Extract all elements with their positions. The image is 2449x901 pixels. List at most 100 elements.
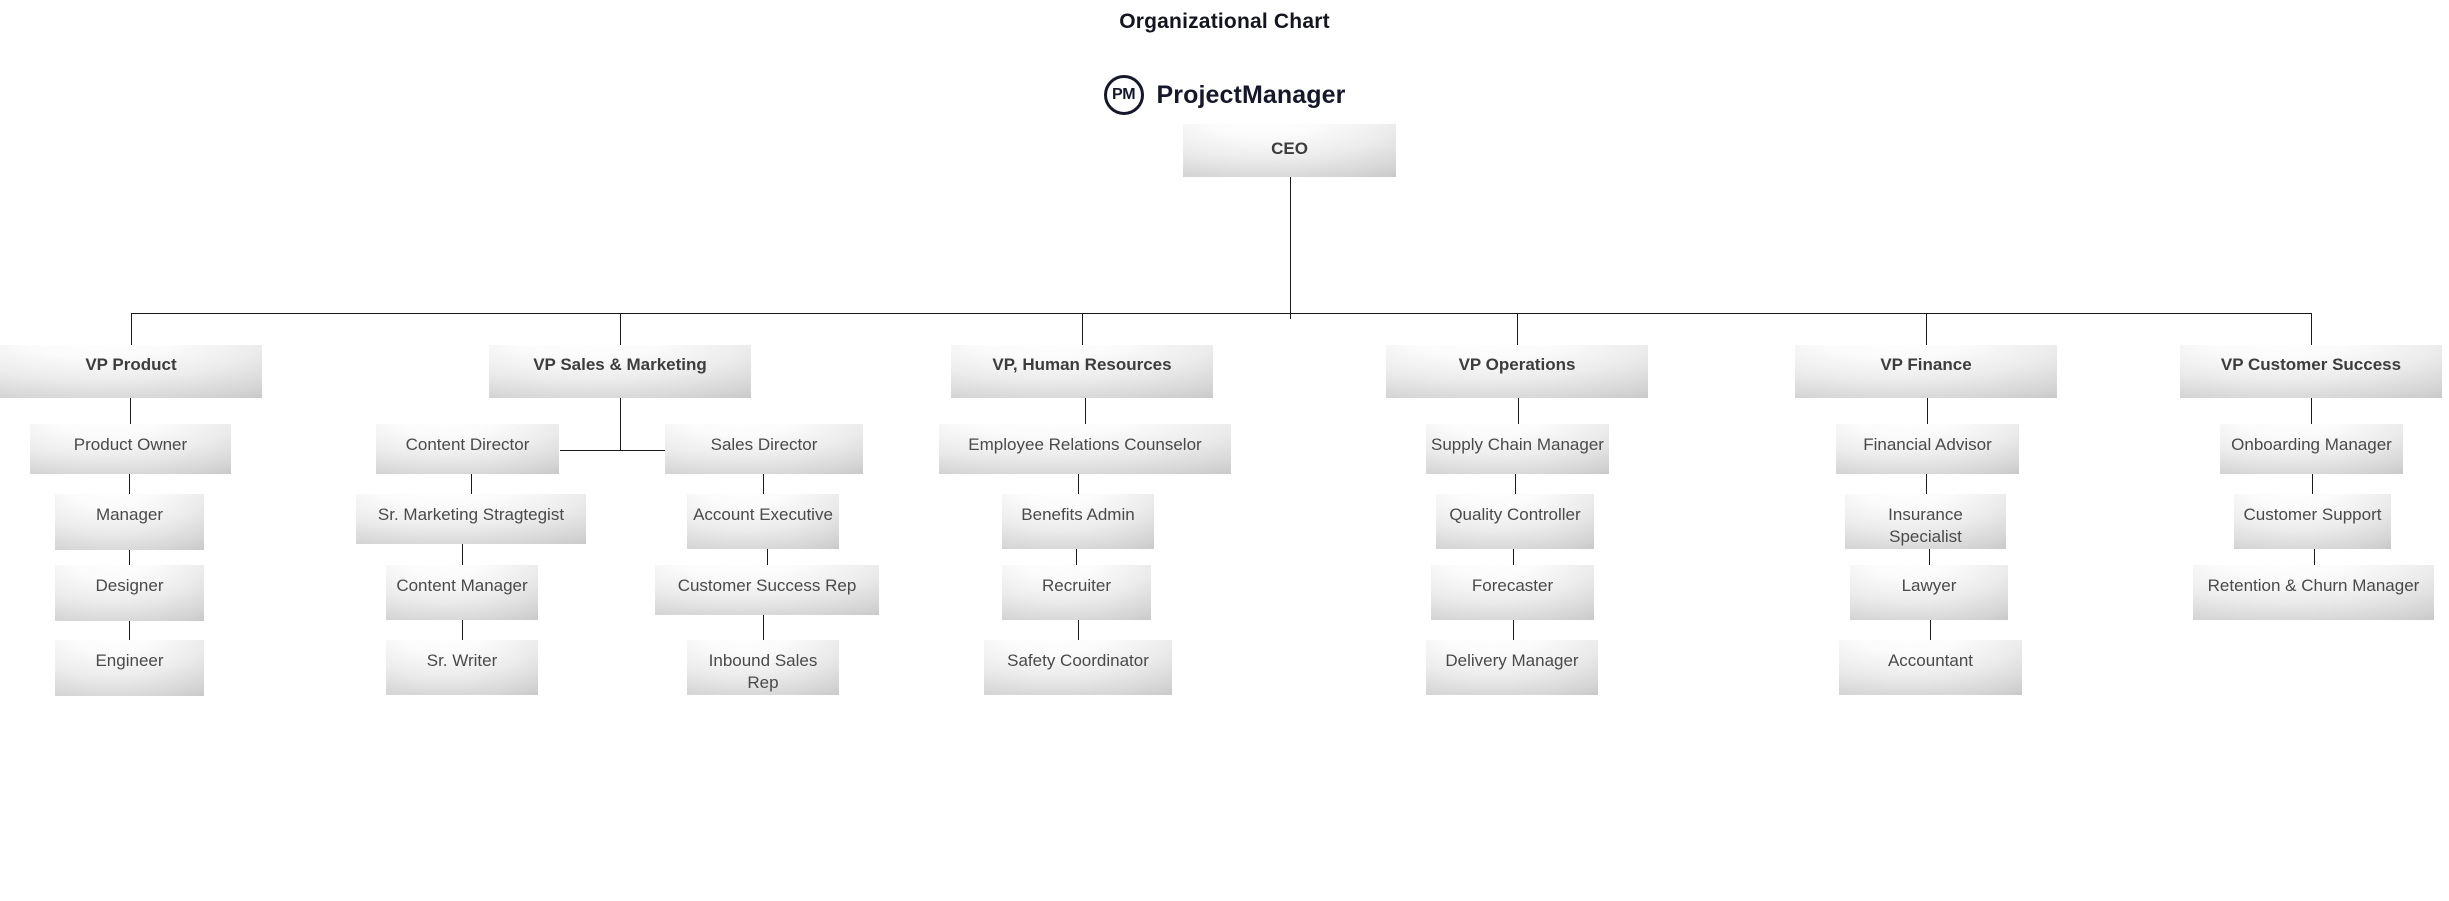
connector-c2b-c2c <box>462 544 463 565</box>
org-node-label: VP Product <box>85 355 177 374</box>
org-node-c1d[interactable]: Engineer <box>55 640 204 696</box>
org-node-vp2[interactable]: VP Sales & Marketing <box>489 345 751 398</box>
org-node-c7b[interactable]: Customer Support <box>2234 494 2391 549</box>
org-node-label: Sr. Writer <box>426 651 498 670</box>
connector-c7a-c7b <box>2312 474 2313 494</box>
org-node-label: Financial Advisor <box>1863 435 1992 454</box>
org-node-c3c[interactable]: Customer Success Rep <box>655 565 879 615</box>
org-node-label: Engineer <box>95 651 164 670</box>
org-node-label: Employee Relations Counselor <box>968 435 1202 454</box>
org-node-label: Manager <box>95 505 164 524</box>
org-node-label: Designer <box>95 576 164 595</box>
org-node-c6d[interactable]: Accountant <box>1839 640 2022 695</box>
brand-name: ProjectManager <box>1156 80 1346 109</box>
connector-vp6-c7a <box>2311 398 2312 424</box>
org-node-label: Lawyer <box>1901 576 1957 595</box>
org-node-c1a[interactable]: Product Owner <box>30 424 231 474</box>
org-node-label: CEO <box>1271 139 1308 158</box>
org-node-label: VP, Human Resources <box>992 355 1172 374</box>
connector-c3c-c3d <box>763 615 764 640</box>
connector-c3a-c3b <box>763 474 764 494</box>
org-node-c5b[interactable]: Quality Controller <box>1436 494 1594 549</box>
org-node-vp6[interactable]: VP Customer Success <box>2180 345 2442 398</box>
org-node-label: Customer Support <box>2243 505 2382 524</box>
connector-c1b-c1c <box>129 550 130 565</box>
org-node-c6b[interactable]: Insurance Specialist <box>1845 494 2006 549</box>
org-node-label: Customer Success Rep <box>677 576 857 595</box>
org-node-label: Delivery Manager <box>1445 651 1579 670</box>
connector-c5a-c5b <box>1515 474 1516 494</box>
page-title: Organizational Chart <box>1119 10 1330 33</box>
connector-c6a-c6b <box>1926 474 1927 494</box>
org-node-c2b[interactable]: Sr. Marketing Stragtegist <box>356 494 586 544</box>
org-node-c4c[interactable]: Recruiter <box>1002 565 1151 620</box>
org-node-c5d[interactable]: Delivery Manager <box>1426 640 1598 695</box>
connector-c3b-c3c <box>767 549 768 565</box>
org-node-label: VP Finance <box>1880 355 1972 374</box>
connector-c1c-c1d <box>129 621 130 640</box>
org-node-label: Accountant <box>1887 651 1974 670</box>
connector-vp3-c4a <box>1085 398 1086 424</box>
connector-vp5-c6a <box>1927 398 1928 424</box>
org-node-vp1[interactable]: VP Product <box>0 345 262 398</box>
connector-sales-split <box>560 450 665 451</box>
org-node-c6a[interactable]: Financial Advisor <box>1836 424 2019 474</box>
org-node-label: Inbound Sales Rep <box>708 651 818 692</box>
org-node-c2c[interactable]: Content Manager <box>386 565 538 620</box>
org-node-label: Sr. Marketing Stragtegist <box>377 505 565 524</box>
org-node-c4a[interactable]: Employee Relations Counselor <box>939 424 1231 474</box>
org-node-c2d[interactable]: Sr. Writer <box>386 640 538 695</box>
org-node-label: Onboarding Manager <box>2231 435 2392 454</box>
connector-c4c-c4d <box>1078 620 1079 640</box>
org-node-label: Product Owner <box>73 435 188 454</box>
org-node-c5c[interactable]: Forecaster <box>1431 565 1594 620</box>
org-node-vp5[interactable]: VP Finance <box>1795 345 2057 398</box>
org-node-c5a[interactable]: Supply Chain Manager <box>1426 424 1609 474</box>
org-node-label: Supply Chain Manager <box>1431 435 1604 454</box>
connector-vp-drop-5 <box>1926 313 1927 345</box>
org-node-c7c[interactable]: Retention & Churn Manager <box>2193 565 2434 620</box>
connector-c1a-c1b <box>129 474 130 494</box>
org-node-label: Insurance Specialist <box>1888 505 1963 546</box>
org-node-label: Safety Coordinator <box>1007 651 1149 670</box>
org-node-c4b[interactable]: Benefits Admin <box>1002 494 1154 549</box>
connector-c6c-c6d <box>1930 620 1931 640</box>
org-node-c6c[interactable]: Lawyer <box>1850 565 2008 620</box>
connector-c2c-c2d <box>462 620 463 640</box>
connector-c5b-c5c <box>1513 549 1514 565</box>
connector-c5c-c5d <box>1513 620 1514 640</box>
org-node-label: Benefits Admin <box>1021 505 1135 524</box>
org-node-c4d[interactable]: Safety Coordinator <box>984 640 1172 695</box>
org-node-c7a[interactable]: Onboarding Manager <box>2220 424 2403 474</box>
org-node-vp4[interactable]: VP Operations <box>1386 345 1648 398</box>
org-node-c1c[interactable]: Designer <box>55 565 204 621</box>
org-node-label: VP Customer Success <box>2220 355 2402 374</box>
org-node-c2a[interactable]: Content Director <box>376 424 559 474</box>
connector-c7b-c7c <box>2314 549 2315 565</box>
connector-vp-drop-1 <box>131 313 132 345</box>
connector-vp-bus <box>131 313 2311 314</box>
org-node-vp3[interactable]: VP, Human Resources <box>951 345 1213 398</box>
org-node-c1b[interactable]: Manager <box>55 494 204 550</box>
org-node-label: Content Manager <box>396 576 528 595</box>
connector-c4b-c4c <box>1076 549 1077 565</box>
connector-vp1-c1a <box>130 398 131 424</box>
connector-vp-drop-3 <box>1082 313 1083 345</box>
projectmanager-logo-icon: PM <box>1103 75 1144 115</box>
org-node-c3d[interactable]: Inbound Sales Rep <box>687 640 839 695</box>
connector-vp4-c5a <box>1518 398 1519 424</box>
connector-c2a-c2b <box>471 474 472 494</box>
org-node-label: Sales Director <box>710 435 818 454</box>
org-node-label: VP Operations <box>1458 355 1576 374</box>
connector-c4a-c4b <box>1078 474 1079 494</box>
connector-ceo-stem <box>1290 177 1291 319</box>
org-node-c3a[interactable]: Sales Director <box>665 424 863 474</box>
connector-sales-stem <box>620 398 621 450</box>
org-node-c3b[interactable]: Account Executive <box>687 494 839 549</box>
org-node-ceo[interactable]: CEO <box>1183 124 1396 177</box>
org-node-label: Content Director <box>405 435 530 454</box>
org-node-label: Retention & Churn Manager <box>2207 576 2420 595</box>
org-node-label: Forecaster <box>1471 576 1554 595</box>
connector-vp-drop-6 <box>2311 313 2312 345</box>
